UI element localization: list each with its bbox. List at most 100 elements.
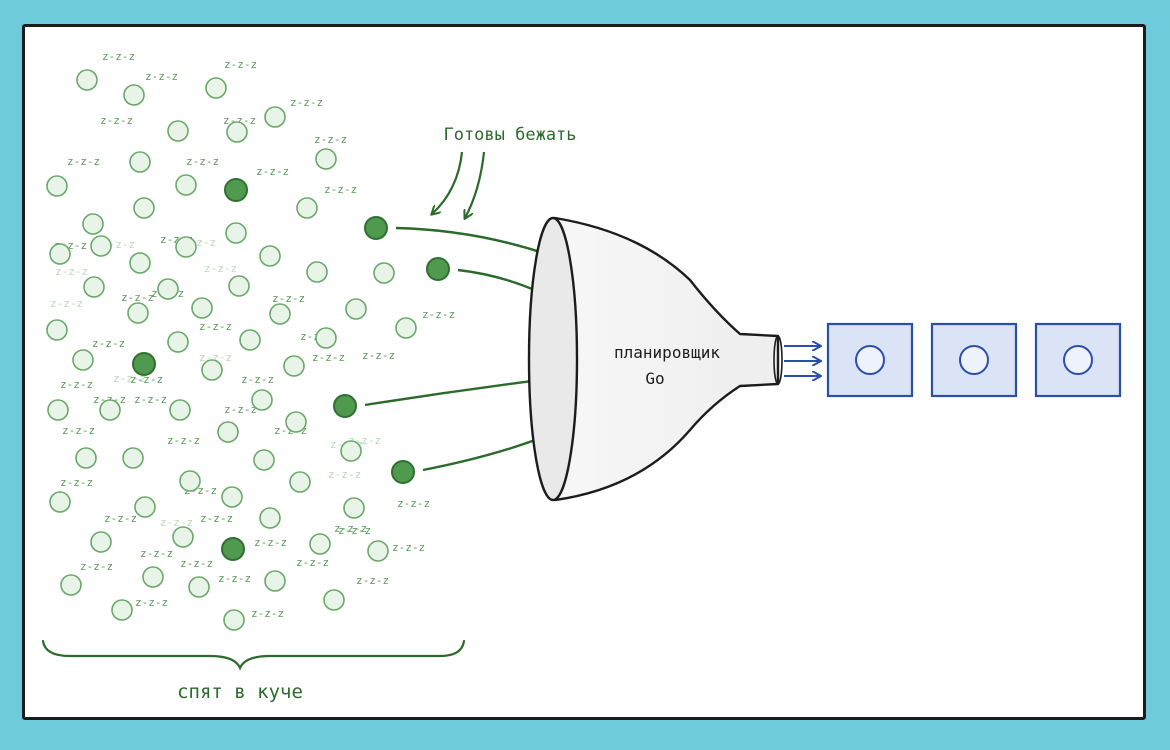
output-arrows <box>784 346 820 376</box>
goroutine-circle-icon <box>127 302 149 324</box>
sleep-label: z-z-z <box>204 262 237 275</box>
goroutine-circle-icon <box>239 329 261 351</box>
sleep-label: z-z-z <box>272 292 305 305</box>
ready-arrow <box>364 378 556 407</box>
sleep-label: z-z-z <box>121 291 154 304</box>
ready-pointer-arrow-1 <box>432 151 464 214</box>
goroutine-circle-icon <box>251 389 273 411</box>
ready-pointer-arrow-2 <box>465 151 486 218</box>
goroutine-circle-icon <box>172 526 194 548</box>
goroutine-circle-icon <box>253 449 275 471</box>
goroutine-circle-icon <box>228 275 250 297</box>
ready-goroutine <box>391 460 415 484</box>
goroutine-circle-icon <box>205 77 227 99</box>
scheduler-label: планировщик <box>614 343 720 362</box>
heap-brace <box>41 639 466 671</box>
sleep-label: z-z-z <box>224 403 257 416</box>
sleep-label: z-z-z <box>140 547 173 560</box>
sleep-label: z-z-z <box>314 133 347 146</box>
sleep-label: z-z-z <box>60 476 93 489</box>
goroutine-circle-icon <box>259 507 281 529</box>
goroutine-circle-icon <box>47 399 69 421</box>
goroutine-circle-icon <box>142 566 164 588</box>
sleep-label: z-z-z <box>135 596 168 609</box>
goroutine-circle-icon <box>343 497 365 519</box>
ready-goroutine <box>426 257 450 281</box>
goroutine-circle-icon <box>323 589 345 611</box>
ready-goroutines <box>333 216 450 484</box>
sleep-label: z-z-z <box>224 58 257 71</box>
goroutine-circle-icon <box>309 533 331 555</box>
goroutine-circle-icon <box>373 262 395 284</box>
sleep-label: z-z-z <box>102 50 135 63</box>
goroutine-circle-icon <box>340 440 362 462</box>
thread-box-icon <box>930 322 1018 398</box>
goroutine-circle-icon <box>90 531 112 553</box>
goroutine-circle-icon <box>132 352 156 376</box>
sleep-label: z-z-z <box>290 96 323 109</box>
sleep-label: z-z-z <box>254 536 287 549</box>
sleep-label: z-z-z <box>92 337 125 350</box>
goroutine-circle-icon <box>129 252 151 274</box>
goroutine-circle-icon <box>46 319 68 341</box>
goroutine-circle-icon <box>226 121 248 143</box>
goroutine-circle-icon <box>221 537 245 561</box>
goroutine-circle-icon <box>157 278 179 300</box>
goroutine-circle-icon <box>49 243 71 265</box>
sleep-label: z-z-z <box>392 541 425 554</box>
scheduler-label-go: Go <box>645 369 664 388</box>
goroutine-circle-icon <box>82 213 104 235</box>
sleep-label: z-z-z <box>67 155 100 168</box>
sleep-label: z-z-z <box>55 265 88 278</box>
goroutine-circle-icon <box>179 470 201 492</box>
sleep-label: z-z-z <box>334 522 367 535</box>
goroutine-circle-icon <box>76 69 98 91</box>
thread-boxes <box>826 322 1122 398</box>
goroutine-circle-icon <box>123 84 145 106</box>
sleep-label: z-z-z <box>100 114 133 127</box>
sleep-label: z-z-z <box>180 557 213 570</box>
sleep-label: z-z-z <box>324 183 357 196</box>
goroutine-circle-icon <box>224 178 248 202</box>
sleep-label: z-z-z <box>241 373 274 386</box>
goroutine-circle-icon <box>169 399 191 421</box>
goroutine-circle-icon <box>129 151 151 173</box>
sleep-label: z-z-z <box>312 351 345 364</box>
goroutine-circle-icon <box>221 486 243 508</box>
goroutine-circle-icon <box>175 174 197 196</box>
goroutine-circle-icon <box>225 222 247 244</box>
sleep-label: z-z-z <box>62 424 95 437</box>
goroutine-circle-icon <box>264 570 286 592</box>
thread-box-icon <box>1034 322 1122 398</box>
sleep-label: z-z-z <box>160 516 193 529</box>
sleep-label: z-z-z <box>251 607 284 620</box>
sleep-label: z-z-z <box>113 372 146 385</box>
sleeping-label: спят в куче <box>177 681 303 703</box>
sleep-label: z-z-z <box>104 512 137 525</box>
sleep-label: z-z-z <box>328 468 361 481</box>
goroutine-circle-icon <box>49 491 71 513</box>
ready-arrow <box>395 226 558 258</box>
goroutine-circle-icon <box>367 540 389 562</box>
sleep-label: z-z-z <box>50 297 83 310</box>
sleep-label: z-z-z <box>145 70 178 83</box>
goroutine-circle-icon <box>285 411 307 433</box>
goroutine-circle-icon <box>315 148 337 170</box>
goroutine-circle-icon <box>223 609 245 631</box>
sleep-label: z-z-z <box>60 378 93 391</box>
goroutine-circle-icon <box>315 327 337 349</box>
sleep-label: z-z-z <box>134 393 167 406</box>
goroutine-circle-icon <box>167 120 189 142</box>
sleep-label: z-z-z <box>362 349 395 362</box>
sleep-label: z-z-z <box>218 572 251 585</box>
goroutine-circle-icon <box>269 303 291 325</box>
goroutine-circle-icon <box>133 197 155 219</box>
goroutine-circle-icon <box>188 576 210 598</box>
goroutine-circle-icon <box>283 355 305 377</box>
goroutine-circle-icon <box>111 599 133 621</box>
goroutine-circle-icon <box>46 175 68 197</box>
goroutine-circle-icon <box>60 574 82 596</box>
goroutine-circle-icon <box>90 235 112 257</box>
goroutine-circle-icon <box>306 261 328 283</box>
